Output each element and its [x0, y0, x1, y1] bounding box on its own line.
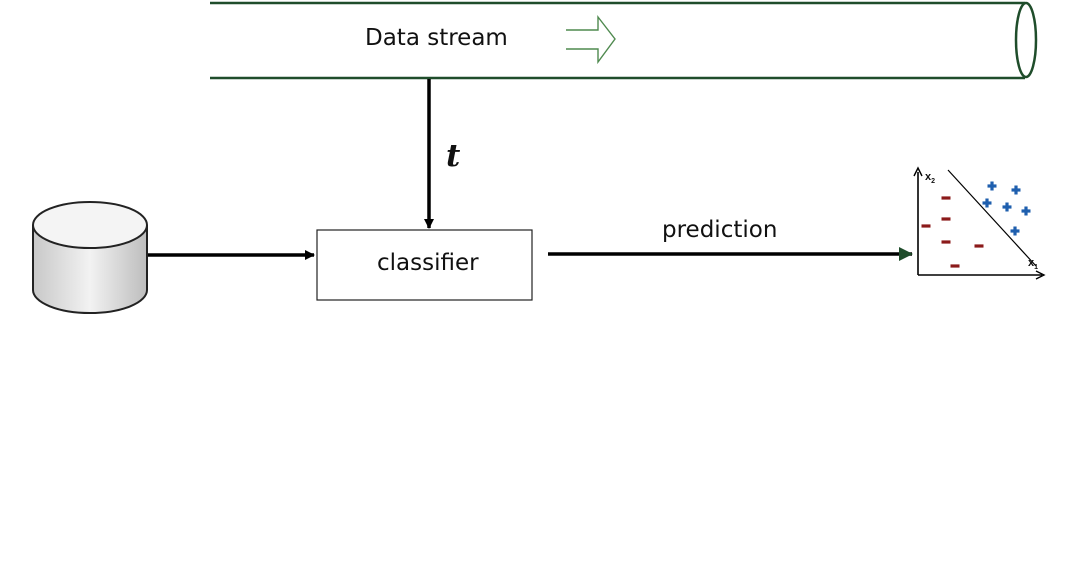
- plus-points: [982, 181, 1031, 236]
- minus-marker: [941, 196, 951, 200]
- minus-points: [921, 196, 984, 268]
- decision-boundary: [947, 169, 1037, 267]
- plus-marker: [1011, 185, 1021, 195]
- prediction-label: prediction: [662, 217, 778, 243]
- x1-axis-label: x1: [1028, 257, 1039, 272]
- minus-marker: [941, 240, 951, 244]
- plus-marker: [1021, 206, 1031, 216]
- minus-marker: [921, 224, 931, 228]
- database-icon: [32, 201, 148, 314]
- plus-marker: [982, 198, 992, 208]
- t-label: t: [446, 138, 461, 174]
- plus-marker: [987, 181, 997, 191]
- data-stream-label: Data stream: [365, 25, 508, 51]
- data-stream-pipe: [210, 1, 1038, 80]
- classifier-label: classifier: [377, 250, 479, 276]
- plus-marker: [1002, 202, 1012, 212]
- minus-marker: [941, 217, 951, 221]
- stream-direction-arrow-icon: [566, 14, 616, 65]
- plus-marker: [1010, 226, 1020, 236]
- minus-marker: [974, 244, 984, 248]
- scatter-plot: [913, 166, 1046, 280]
- classifier-box: [316, 229, 533, 301]
- x2-axis-label: x2: [925, 171, 936, 186]
- minus-marker: [950, 264, 960, 268]
